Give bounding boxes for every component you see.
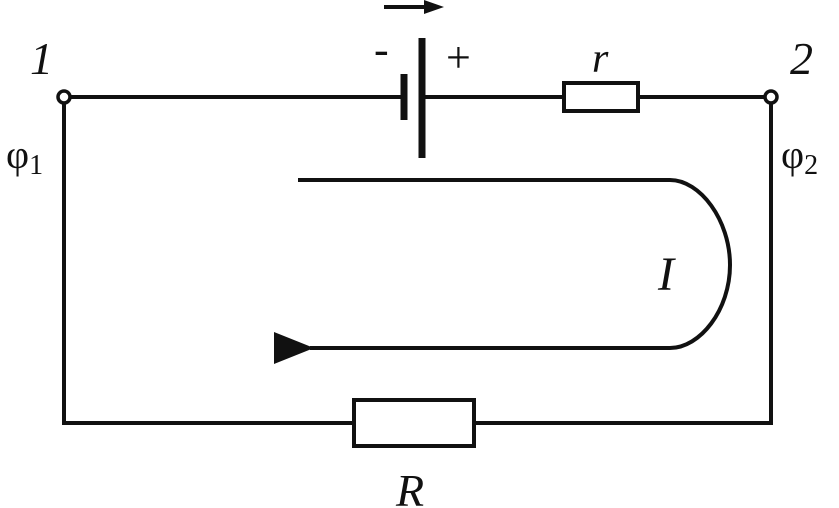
node-2-terminal	[763, 89, 779, 105]
current-loop-arrow	[274, 178, 733, 364]
node-2-label: 2	[790, 33, 813, 84]
battery-minus-label: -	[374, 25, 389, 74]
resistor-r	[562, 81, 640, 113]
resistor-R	[352, 398, 476, 448]
resistor-R-label: R	[395, 465, 424, 508]
emf-arrow-head	[424, 0, 444, 14]
battery-plus-label: +	[446, 33, 471, 82]
phi-2-label: φ2	[781, 132, 818, 181]
phi-1-label: φ1	[6, 132, 43, 181]
node-1-label: 1	[30, 33, 53, 84]
node-1-terminal	[56, 89, 72, 105]
current-label: I	[657, 248, 676, 301]
resistor-r-label: r	[592, 36, 609, 82]
